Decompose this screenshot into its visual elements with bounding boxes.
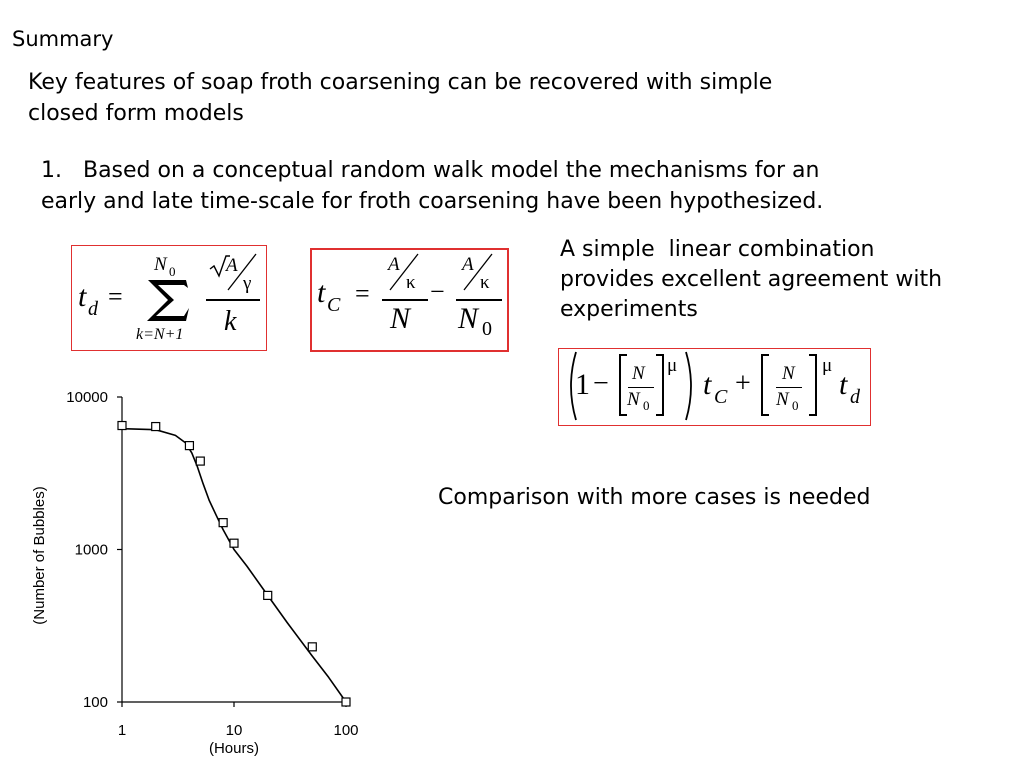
td-den: k bbox=[224, 306, 237, 337]
combo-fraction-bar-1 bbox=[628, 387, 654, 389]
tc-equals: = bbox=[355, 279, 370, 308]
combo-c-sub: C bbox=[714, 386, 728, 408]
tc-n0-sub: 0 bbox=[482, 318, 492, 340]
data-point-marker bbox=[117, 420, 127, 431]
bubble-count-chart: 100 1000 10000 1 10 100 (Hours) (Number of Bubb… bbox=[31, 389, 359, 757]
combo-plus: + bbox=[735, 368, 751, 399]
data-point-marker bbox=[151, 421, 161, 432]
data-point-marker bbox=[229, 538, 239, 548]
intro-line-2: closed form models bbox=[28, 101, 244, 126]
td-lhs-var: t bbox=[78, 280, 87, 313]
combination-note-line-2: provides excellent agreement with bbox=[560, 267, 943, 292]
data-point-marker bbox=[263, 590, 273, 601]
combination-note-line-1: A simple linear combination bbox=[560, 237, 875, 262]
tc-lhs-var: t bbox=[317, 276, 326, 309]
bracket-right-1 bbox=[656, 354, 664, 416]
y-tick-label: 1000 bbox=[75, 542, 108, 559]
td-num-root: A bbox=[226, 255, 238, 276]
combo-one: 1 bbox=[575, 368, 590, 401]
data-point-marker bbox=[307, 642, 317, 652]
bracket-left-2 bbox=[761, 354, 769, 416]
td-sum-upper-sub: 0 bbox=[169, 264, 176, 279]
td-slash bbox=[227, 253, 257, 291]
data-point-marker bbox=[184, 441, 195, 451]
tc-n: N bbox=[390, 302, 411, 335]
left-paren bbox=[570, 351, 577, 421]
bracket-left-1 bbox=[619, 354, 627, 416]
comparison-note: Comparison with more cases is needed bbox=[438, 485, 871, 510]
tc-kappa-2: κ bbox=[480, 272, 490, 293]
tc-slash-1 bbox=[389, 253, 419, 291]
td-fraction-bar bbox=[206, 299, 260, 301]
combo-n-2: N bbox=[782, 363, 795, 384]
tc-fraction-bar-2 bbox=[456, 299, 502, 301]
y-axis-label: (Number of Bubbles) bbox=[31, 486, 48, 624]
slide-title: Summary bbox=[12, 27, 114, 51]
combo-mu-2: μ bbox=[822, 355, 833, 376]
square-root-sign bbox=[209, 255, 230, 278]
right-paren bbox=[685, 351, 692, 421]
tc-fraction-bar-1 bbox=[382, 299, 428, 301]
td-equals: = bbox=[108, 282, 123, 311]
summation-sign bbox=[147, 280, 189, 321]
point-1-line-2: early and late time-scale for froth coar… bbox=[41, 189, 824, 214]
tc-slash-2 bbox=[463, 253, 493, 291]
combo-t-1: t bbox=[703, 368, 712, 401]
combo-fraction-bar-2 bbox=[776, 387, 802, 389]
combo-minus: − bbox=[593, 368, 609, 399]
combo-n0-var-1: N bbox=[627, 389, 640, 410]
y-tick-label: 100 bbox=[83, 694, 108, 711]
td-num-den: γ bbox=[243, 273, 252, 294]
y-tick-label: 10000 bbox=[66, 389, 108, 406]
combo-t-2: t bbox=[839, 368, 848, 401]
tc-kappa-1: κ bbox=[406, 272, 416, 293]
tc-equation-box: t C = A κ N − A κ N 0 bbox=[310, 248, 509, 352]
td-equation-box: t d = N 0 k=N+1 A γ k bbox=[71, 245, 267, 351]
bracket-right-2 bbox=[809, 354, 817, 416]
tc-lhs-sub: C bbox=[327, 294, 341, 316]
data-point-marker bbox=[218, 518, 228, 528]
combo-n0-var-2: N bbox=[776, 389, 789, 410]
x-tick-label: 10 bbox=[226, 722, 243, 739]
td-sum-upper-var: N bbox=[154, 254, 167, 275]
td-sum-lower: k=N+1 bbox=[136, 326, 184, 343]
point-1-line-1: 1. Based on a conceptual random walk mod… bbox=[41, 158, 820, 183]
intro-line-1: Key features of soap froth coarsening ca… bbox=[28, 70, 773, 95]
combo-n0-sub-1: 0 bbox=[643, 398, 650, 413]
tc-a-1: A bbox=[388, 254, 400, 275]
tc-n0-var: N bbox=[458, 302, 479, 335]
combination-note-line-3: experiments bbox=[560, 297, 698, 322]
data-point-marker bbox=[195, 456, 205, 466]
combination-equation-box: 1 − N N 0 μ t C + N N 0 μ t d bbox=[558, 348, 871, 426]
combo-d-sub: d bbox=[850, 386, 860, 408]
combo-n0-sub-2: 0 bbox=[792, 398, 799, 413]
tc-minus: − bbox=[430, 277, 445, 306]
tc-a-2: A bbox=[462, 254, 474, 275]
data-point-marker bbox=[341, 697, 351, 707]
x-axis-label: (Hours) bbox=[209, 740, 259, 757]
model-curve bbox=[121, 427, 347, 703]
td-lhs-sub: d bbox=[88, 298, 98, 320]
x-tick-label: 100 bbox=[333, 722, 358, 739]
combo-n-1: N bbox=[632, 363, 645, 384]
x-tick-label: 1 bbox=[118, 722, 126, 739]
combo-mu-1: μ bbox=[667, 355, 678, 376]
